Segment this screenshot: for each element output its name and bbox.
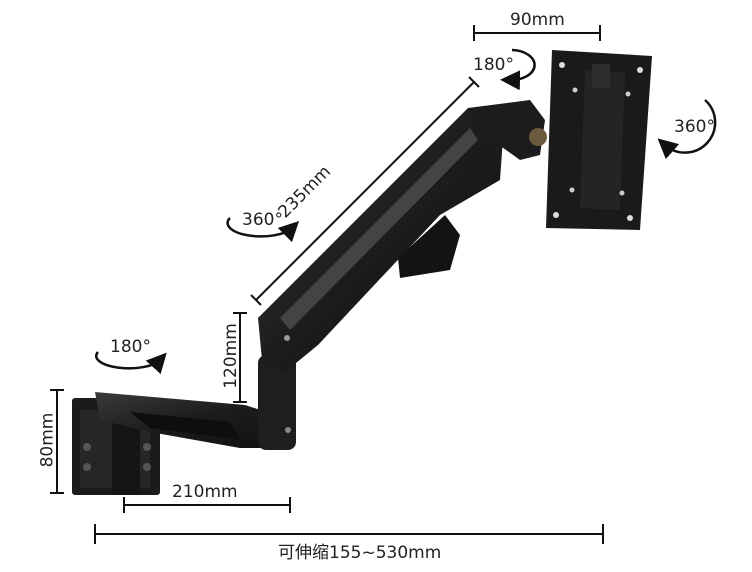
vesa-plate [546,50,652,230]
dim-range [94,524,604,544]
dimension-lines [50,25,604,544]
head-joint [468,100,547,160]
dim-label-80mm: 80mm [37,412,58,468]
rotate-arrow-icon [95,351,167,375]
upper-arm [258,108,505,372]
dim-120mm [233,312,247,403]
lower-arm [95,355,296,450]
rotation-label-base: 180° [110,337,151,357]
rotate-arrow-icon [226,217,300,243]
rotation-label-tilt: 180° [473,55,514,75]
dim-label-90mm: 90mm [510,10,565,30]
dim-90mm [473,25,601,41]
dim-80mm [50,389,64,494]
dim-235mm [250,76,480,306]
dim-210mm [123,497,291,513]
dim-label-210mm: 210mm [172,482,238,502]
dim-label-range: 可伸缩155~530mm [278,543,442,563]
rotation-label-monitor: 360° [674,117,715,137]
dim-label-120mm: 120mm [220,323,241,389]
rotate-arrow-icon [500,48,536,91]
rotate-arrow-icon [657,99,717,160]
rotation-label-arm: 360° [242,210,283,230]
